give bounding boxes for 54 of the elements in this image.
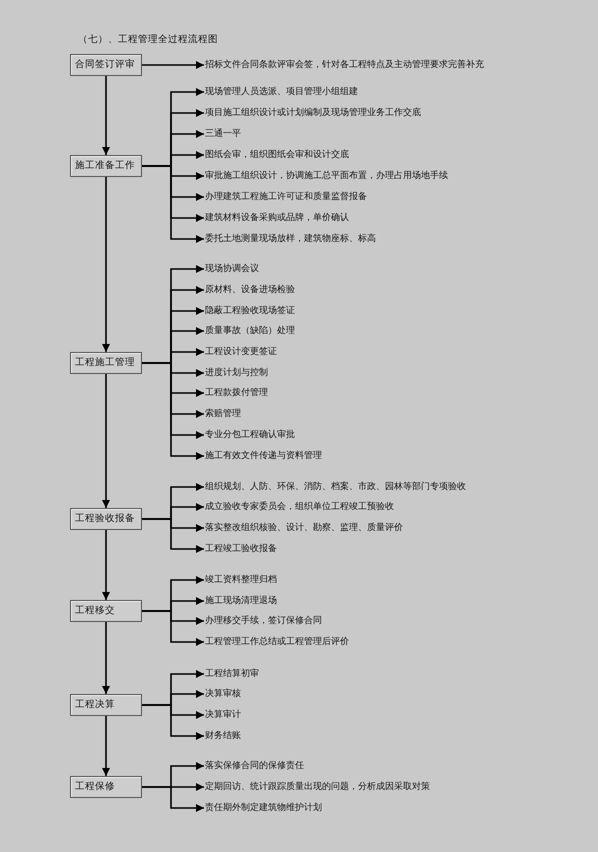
step-text: 成立验收专家委员会，组织单位工程竣工预验收 <box>205 500 394 514</box>
process-box: 工程决算 <box>70 694 142 716</box>
process-box: 工程验收报备 <box>70 508 142 530</box>
step-text: 专业分包工程确认审批 <box>205 428 295 442</box>
step-text: 财务结账 <box>205 729 241 743</box>
step-text: 图纸会审，组织图纸会审和设计交底 <box>205 148 349 162</box>
step-text: 工程设计变更签证 <box>205 345 277 359</box>
diagram-title: （七）、工程管理全过程流程图 <box>78 33 218 46</box>
step-text: 委托土地测量现场放样，建筑物座标、标高 <box>205 232 376 246</box>
step-text: 竣工资料整理归档 <box>205 573 277 587</box>
step-text: 决算审计 <box>205 708 241 722</box>
arrow <box>142 165 204 243</box>
step-text: 三通一平 <box>205 127 241 141</box>
arrow <box>142 518 204 553</box>
arrow <box>102 177 110 352</box>
step-text: 招标文件合同条款评审会签，针对各工程特点及主动管理要求完善补充 <box>205 58 484 72</box>
process-box: 施工准备工作 <box>70 155 142 177</box>
step-text: 决算审核 <box>205 687 241 701</box>
step-text: 办理移交手续，签订保修合同 <box>205 614 322 628</box>
arrow <box>102 716 110 776</box>
arrow <box>102 622 110 694</box>
step-text: 工程结算初审 <box>205 667 259 681</box>
arrow <box>142 61 204 69</box>
step-text: 进度计划与控制 <box>205 366 268 380</box>
process-box: 工程移交 <box>70 600 142 622</box>
step-text: 审批施工组织设计，协调施工总平面布置，办理占用场地手续 <box>205 169 448 183</box>
step-text: 工程竣工验收报备 <box>205 542 277 556</box>
step-text: 责任期外制定建筑物维护计划 <box>205 801 322 815</box>
step-text: 原材料、设备进场检验 <box>205 283 295 297</box>
step-text: 落实整改组织核验、设计、勘察、监理、质量评价 <box>205 521 403 535</box>
process-box: 合同签订评审 <box>70 54 142 76</box>
process-box: 工程保修 <box>70 776 142 798</box>
arrow <box>142 610 204 646</box>
step-text: 工程款拨付管理 <box>205 386 268 400</box>
arrow <box>102 76 110 155</box>
step-text: 落实保修合同的保修责任 <box>205 759 304 773</box>
step-text: 现场协调会议 <box>205 262 259 276</box>
arrow <box>142 704 204 740</box>
step-text: 索赔管理 <box>205 407 241 421</box>
step-text: 施工有效文件传递与资料管理 <box>205 449 322 463</box>
step-text: 建筑材料设备采购或品牌，单价确认 <box>205 211 349 225</box>
step-text: 组织规划、人防、环保、消防、档案、市政、园林等部门专项验收 <box>205 480 466 494</box>
step-text: 施工现场清理退场 <box>205 594 277 608</box>
arrow <box>142 786 204 812</box>
arrow <box>102 374 110 508</box>
step-text: 现场管理人员选派、项目管理小组组建 <box>205 85 358 99</box>
step-text: 质量事故（缺陷）处理 <box>205 324 295 338</box>
step-text: 定期回访、统计跟踪质量出现的问题，分析成因采取对策 <box>205 780 430 794</box>
process-box: 工程施工管理 <box>70 352 142 374</box>
step-text: 隐蔽工程验收现场签证 <box>205 304 295 318</box>
step-text: 办理建筑工程施工许可证和质量监督报备 <box>205 190 367 204</box>
step-text: 工程管理工作总结或工程管理后评价 <box>205 635 349 649</box>
arrow <box>102 530 110 600</box>
step-text: 项目施工组织设计或计划编制及现场管理业务工作交底 <box>205 106 421 120</box>
